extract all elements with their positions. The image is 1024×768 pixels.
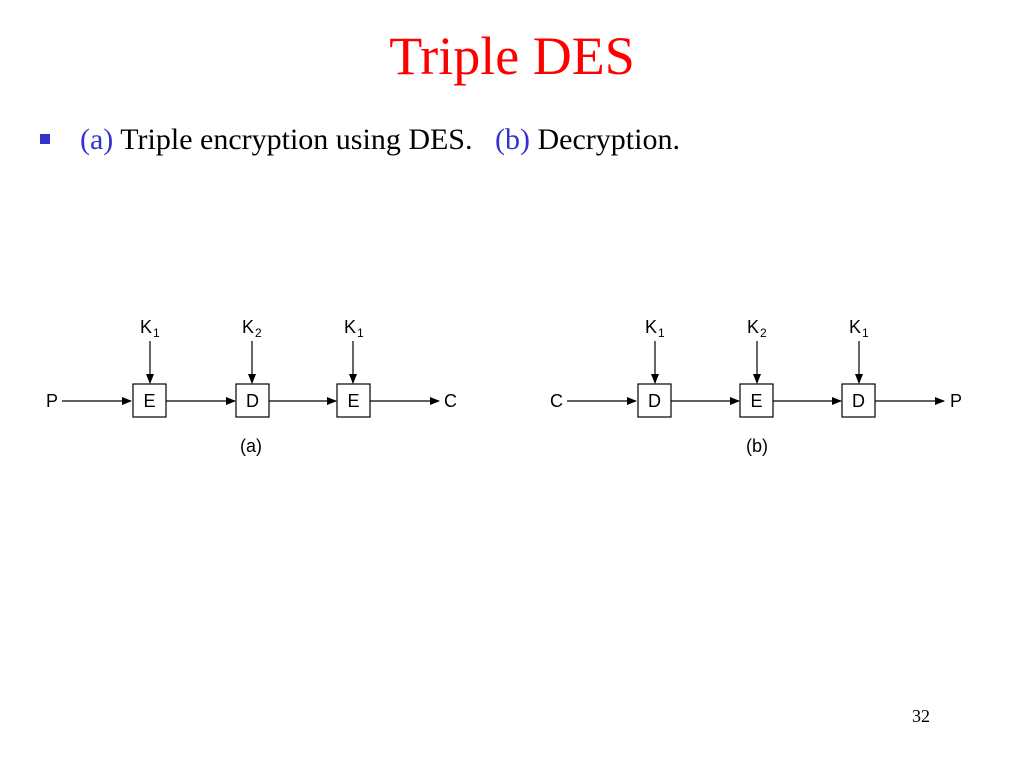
diagram-a-stage-2: K 2 D bbox=[235, 317, 270, 418]
key-label: K bbox=[645, 317, 657, 337]
stage-box-label: E bbox=[347, 391, 359, 411]
key-label: K bbox=[849, 317, 861, 337]
stage-box-label: D bbox=[246, 391, 259, 411]
stage-box bbox=[132, 383, 167, 418]
key-subscript: 1 bbox=[357, 326, 364, 340]
stage-box-label: E bbox=[750, 391, 762, 411]
key-label: K bbox=[747, 317, 759, 337]
stage-box bbox=[235, 383, 270, 418]
diagram-a-input: P bbox=[46, 391, 58, 411]
part-a-tag: (a) bbox=[80, 123, 114, 156]
page-number: 32 bbox=[912, 706, 930, 726]
key-subscript: 2 bbox=[760, 326, 767, 340]
diagram-a: P K 1 E K 2 D K 1 E C (a) bbox=[46, 317, 457, 456]
diagram-a-output: C bbox=[444, 391, 457, 411]
diagram-b-input: C bbox=[550, 391, 563, 411]
key-subscript: 1 bbox=[153, 326, 160, 340]
stage-box-label: D bbox=[852, 391, 865, 411]
bullet-line: (a) Triple encryption using DES. (b) Dec… bbox=[80, 120, 680, 160]
diagram-a-caption: (a) bbox=[240, 436, 262, 456]
part-b-text: Decryption. bbox=[537, 123, 680, 156]
key-subscript: 1 bbox=[658, 326, 665, 340]
key-label: K bbox=[344, 317, 356, 337]
diagram-b-stage-1: K 1 D bbox=[637, 317, 672, 418]
key-subscript: 1 bbox=[862, 326, 869, 340]
diagram-a-stage-1: K 1 E bbox=[132, 317, 167, 418]
key-subscript: 2 bbox=[255, 326, 262, 340]
key-label: K bbox=[140, 317, 152, 337]
stage-box-label: D bbox=[648, 391, 661, 411]
stage-box-label: E bbox=[143, 391, 155, 411]
bullet-square-icon bbox=[40, 134, 50, 144]
diagram-b: C K 1 D K 2 E K 1 D P (b) bbox=[550, 317, 962, 456]
diagram-b-stage-3: K 1 D bbox=[841, 317, 876, 418]
diagram-a-stage-3: K 1 E bbox=[336, 317, 371, 418]
diagram-b-caption: (b) bbox=[746, 436, 768, 456]
part-a-text: Triple encryption using DES. bbox=[120, 123, 473, 156]
slide-title: Triple DES bbox=[389, 26, 635, 86]
stage-box bbox=[739, 383, 774, 418]
diagram-b-stage-2: K 2 E bbox=[739, 317, 774, 418]
part-b-tag: (b) bbox=[495, 123, 530, 156]
key-label: K bbox=[242, 317, 254, 337]
diagram-b-output: P bbox=[950, 391, 962, 411]
